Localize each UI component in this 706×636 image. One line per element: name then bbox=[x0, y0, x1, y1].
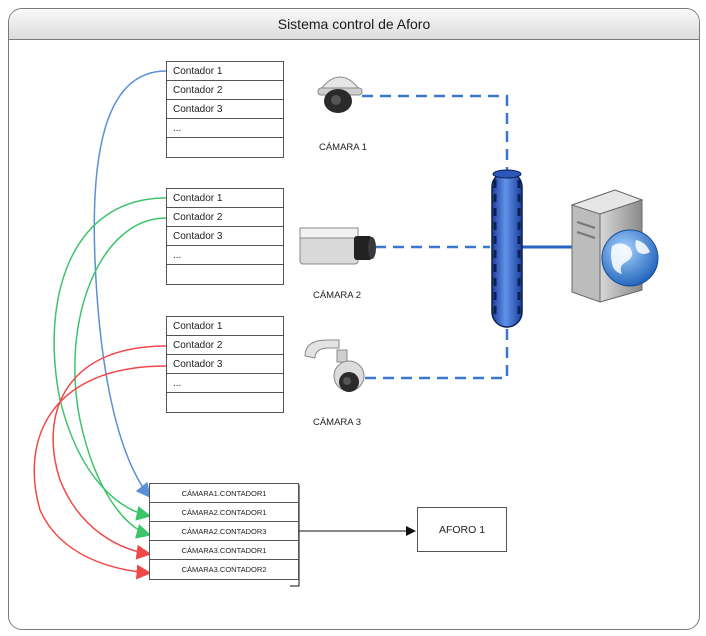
camera1-network-link bbox=[362, 94, 509, 172]
box-camera-icon bbox=[299, 227, 376, 265]
diagram-frame: Sistema control de Aforo bbox=[8, 8, 700, 630]
web-server-icon bbox=[570, 189, 659, 303]
table-row: Contador 1 bbox=[167, 189, 283, 208]
camera3-network-link bbox=[365, 328, 509, 380]
link-cam2-counter1 bbox=[53, 197, 167, 521]
table-row: Contador 3 bbox=[167, 355, 283, 374]
camera1-label: CÁMARA 1 bbox=[318, 142, 368, 153]
list-item: CÁMARA3.CONTADOR1 bbox=[150, 541, 298, 560]
diagram-title: Sistema control de Aforo bbox=[9, 9, 699, 40]
list-item: CÁMARA3.CONTADOR2 bbox=[181, 565, 267, 574]
link-cam3-counter1 bbox=[52, 345, 167, 560]
link-cam2-counter3 bbox=[74, 217, 167, 539]
table-row: Contador 2 bbox=[167, 336, 283, 355]
camera1-counter-table: Contador 1 Contador 2 Contador 3 ... bbox=[166, 61, 284, 158]
counter-links bbox=[33, 70, 167, 580]
aforo-box: AFORO 1 bbox=[417, 507, 507, 552]
camera3-counter-table: Contador 1 Contador 2 Contador 3 ... bbox=[166, 316, 284, 413]
table-row: Contador 1 bbox=[167, 317, 283, 336]
ptz-camera-icon bbox=[304, 339, 365, 392]
table-row bbox=[167, 138, 283, 157]
table-row: Contador 3 bbox=[167, 227, 283, 246]
table-row: Contador 3 bbox=[167, 100, 283, 119]
camera2-counter-table: Contador 1 Contador 2 Contador 3 ... bbox=[166, 188, 284, 285]
table-row bbox=[167, 393, 283, 412]
table-row: Contador 2 bbox=[167, 208, 283, 227]
table-row: Contador 1 bbox=[167, 62, 283, 81]
link-cam1-counter1 bbox=[93, 70, 167, 499]
link-cam3-counter2 bbox=[33, 365, 167, 580]
table-row: ... bbox=[167, 119, 283, 138]
table-row bbox=[167, 265, 283, 284]
camera3-label: CÁMARA 3 bbox=[312, 417, 362, 428]
table-row: ... bbox=[167, 246, 283, 265]
list-item: CÁMARA2.CONTADOR3 bbox=[150, 522, 298, 541]
list-item: CÁMARA1.CONTADOR1 bbox=[150, 484, 298, 503]
dome-camera-icon bbox=[317, 76, 363, 113]
network-links bbox=[362, 94, 509, 380]
table-row: Contador 2 bbox=[167, 81, 283, 100]
list-item: CÁMARA2.CONTADOR1 bbox=[150, 503, 298, 522]
network-switch-icon bbox=[491, 169, 523, 328]
selected-counters-list: CÁMARA1.CONTADOR1 CÁMARA2.CONTADOR1 CÁMA… bbox=[149, 483, 299, 580]
camera2-label: CÁMARA 2 bbox=[312, 290, 362, 301]
aggregation-bracket bbox=[290, 484, 416, 587]
table-row: ... bbox=[167, 374, 283, 393]
